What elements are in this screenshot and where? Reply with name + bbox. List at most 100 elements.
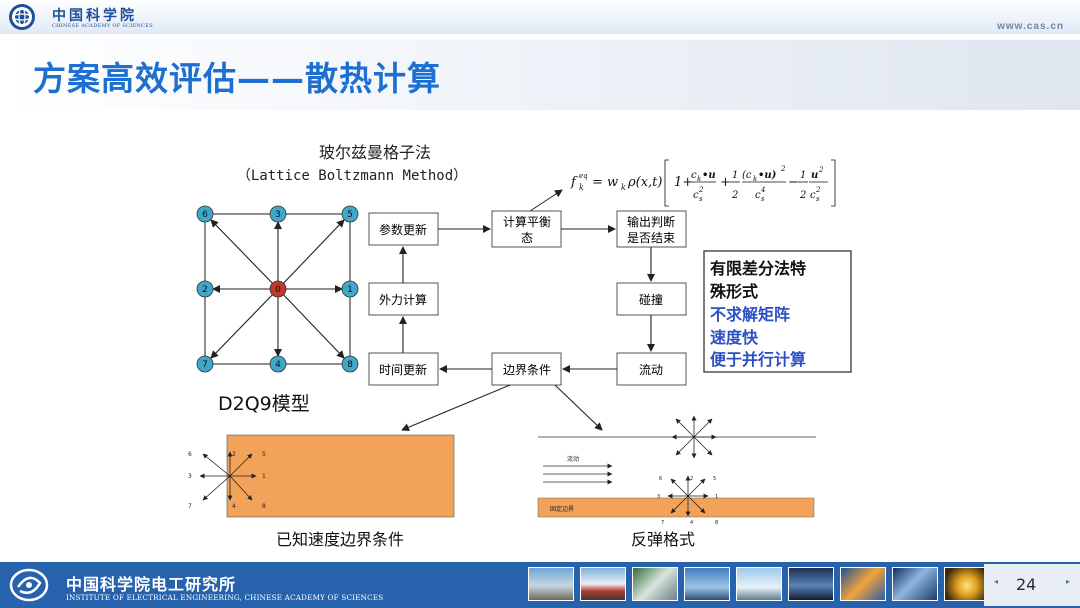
institute-name-en: INSTITUTE OF ELECTRICAL ENGINEERING, CHI… xyxy=(66,593,384,602)
thumbnail-image xyxy=(580,567,626,601)
svg-text:= w: = w xyxy=(592,175,618,190)
node-label: 0 xyxy=(275,285,281,295)
svg-text:k: k xyxy=(621,183,626,192)
node-8 xyxy=(341,355,359,373)
org-name-en: CHINESE ACADEMY OF SCIENCES xyxy=(52,23,153,29)
svg-text:+: + xyxy=(720,175,731,190)
slide-title: 方案高效评估——散热计算 xyxy=(33,59,441,98)
node-6 xyxy=(196,205,214,223)
svg-text:c: c xyxy=(755,190,761,201)
boundary-box: 边界条件 xyxy=(503,363,551,377)
svg-text:1: 1 xyxy=(262,473,266,480)
feature-line: 殊形式 xyxy=(710,282,758,301)
equilibrium-equation: f k eq = w k ρ(x,t) 1+ c k •u c s 2 + 1 … xyxy=(570,165,824,203)
node-label: 3 xyxy=(275,210,281,220)
svg-text:4: 4 xyxy=(690,520,693,526)
node-5 xyxy=(341,205,359,223)
node-label: 4 xyxy=(275,360,281,370)
svg-text:2: 2 xyxy=(690,476,693,482)
feature-line: 不求解矩阵 xyxy=(710,305,790,324)
svg-text:8: 8 xyxy=(262,503,266,510)
svg-text:2: 2 xyxy=(731,190,738,201)
next-slide-button[interactable]: ▸ xyxy=(1066,577,1071,586)
node-label: 5 xyxy=(347,210,353,220)
institute-logo-icon xyxy=(9,568,49,602)
org-name: 中国科学院 xyxy=(52,8,137,24)
svg-text:1: 1 xyxy=(732,170,738,181)
thumbnail-image xyxy=(788,567,834,601)
svg-text:2: 2 xyxy=(815,186,821,194)
svg-text:c: c xyxy=(693,190,699,201)
param-update-box: 参数更新 xyxy=(379,222,427,237)
svg-text:ρ(x,t): ρ(x,t) xyxy=(627,175,662,190)
feature-line: 速度快 xyxy=(710,328,759,347)
d2q9-lattice: 0 1 2 3 4 5 6 7 8 xyxy=(196,205,359,373)
svg-text:3: 3 xyxy=(657,494,660,500)
svg-text:k: k xyxy=(697,175,701,183)
node-0 xyxy=(269,280,287,298)
feature-line: 便于并行计算 xyxy=(710,350,806,369)
time-update-box: 时间更新 xyxy=(379,362,427,377)
svg-text:态: 态 xyxy=(521,231,533,245)
svg-text:eq: eq xyxy=(579,172,588,180)
thumbnail-image xyxy=(840,567,886,601)
collision-box: 碰撞 xyxy=(639,292,663,307)
photo-strip xyxy=(528,567,990,601)
website-link[interactable]: www.cas.cn xyxy=(997,21,1064,32)
institute-name: 中国科学院电工研究所 xyxy=(66,575,237,594)
page-indicator xyxy=(984,564,1080,606)
lbm-heading-en: （Lattice Boltzmann Method） xyxy=(237,168,467,184)
node-label: 6 xyxy=(202,210,208,220)
svg-text:6: 6 xyxy=(188,451,192,458)
svg-text:k: k xyxy=(579,183,584,192)
svg-text:4: 4 xyxy=(760,186,765,194)
node-label: 1 xyxy=(347,285,353,295)
svg-text:2: 2 xyxy=(232,451,236,458)
svg-text:7: 7 xyxy=(188,503,192,510)
svg-text:7: 7 xyxy=(661,520,664,526)
svg-text:是否结束: 是否结束 xyxy=(627,231,675,245)
thumbnail-image xyxy=(528,567,574,601)
velocity-boundary-example: 6 2 5 3 1 7 4 8 xyxy=(188,434,455,518)
header-bar xyxy=(0,0,1080,34)
output-check-box: 输出判断 xyxy=(627,214,675,229)
feature-line: 有限差分法特 xyxy=(710,259,806,278)
features-box xyxy=(703,250,852,373)
svg-text:8: 8 xyxy=(715,520,718,526)
calc-equilibrium-box: 计算平衡 xyxy=(503,214,551,229)
svg-text:s: s xyxy=(816,195,820,203)
prev-slide-button[interactable]: ◂ xyxy=(994,577,999,586)
svg-text:•u): •u) xyxy=(758,170,777,181)
node-2 xyxy=(196,280,214,298)
svg-text:•u: •u xyxy=(702,170,716,181)
node-3 xyxy=(269,205,287,223)
thumbnail-image xyxy=(892,567,938,601)
d2q9-label: D2Q9模型 xyxy=(218,393,310,415)
svg-text:(c: (c xyxy=(742,170,752,181)
svg-text:2: 2 xyxy=(799,190,806,201)
svg-text:2: 2 xyxy=(780,165,786,173)
svg-text:1+: 1+ xyxy=(674,175,693,190)
node-7 xyxy=(196,355,214,373)
thumbnail-image xyxy=(944,567,990,601)
svg-text:5: 5 xyxy=(262,451,266,458)
svg-text:−: − xyxy=(788,175,799,190)
cas-emblem-icon xyxy=(9,4,35,30)
svg-text:1: 1 xyxy=(715,494,718,500)
node-label: 7 xyxy=(202,360,208,370)
svg-text:s: s xyxy=(761,195,765,203)
node-4 xyxy=(269,355,287,373)
thumbnail-image xyxy=(736,567,782,601)
bounce-back-example: 流动 固定边界 6 2 5 3 1 7 4 8 xyxy=(537,415,816,526)
thumbnail-image xyxy=(684,567,730,601)
svg-text:6: 6 xyxy=(659,476,662,482)
node-label: 2 xyxy=(202,285,208,295)
svg-text:s: s xyxy=(699,195,703,203)
svg-text:k: k xyxy=(753,175,757,183)
bounce-back-caption: 反弹格式 xyxy=(631,530,695,549)
force-calc-box: 外力计算 xyxy=(379,292,427,307)
svg-text:2: 2 xyxy=(698,186,704,194)
flow-label: 流动 xyxy=(567,455,579,463)
page-number: 24 xyxy=(1016,575,1037,594)
